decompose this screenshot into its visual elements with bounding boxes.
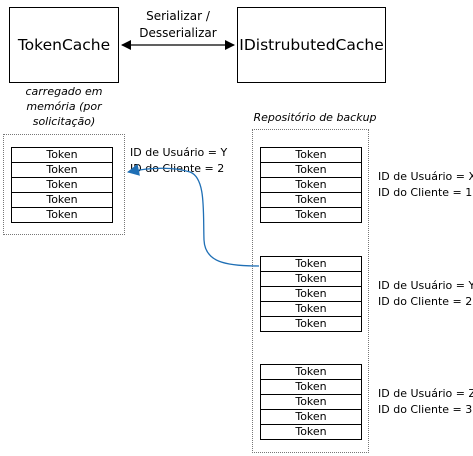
distributed-cache-label: IDistrubutedCache: [239, 36, 384, 54]
token-row: Token: [46, 208, 78, 221]
memory-ids: ID de Usuário = Y ID do Cliente = 2: [130, 145, 227, 177]
token-row: Token: [295, 208, 327, 221]
load-arrow: [127, 163, 260, 267]
token-row: Token: [295, 425, 327, 438]
token-row: Token: [261, 395, 361, 410]
token-row: Token: [12, 148, 112, 163]
token-row: Token: [261, 163, 361, 178]
token-row: Token: [261, 257, 361, 272]
user-id-label: ID de Usuário = X: [378, 170, 473, 183]
memory-token-stack: Token Token Token Token Token: [11, 147, 113, 223]
memory-container: [3, 134, 125, 235]
serialize-label: Serializar / Desserializar: [139, 9, 217, 40]
user-id-label: ID de Usuário = Y: [130, 146, 228, 159]
backup-ids-3: ID de Usuário = Z ID do Cliente = 3: [378, 386, 473, 418]
memory-caption: carregado em memória (por solicitação): [25, 85, 103, 128]
user-id-label: ID de Usuário = Y: [378, 279, 473, 292]
token-row: Token: [295, 317, 327, 330]
token-row: Token: [261, 302, 361, 317]
token-row: Token: [261, 178, 361, 193]
backup-ids-2: ID de Usuário = Y ID do Cliente = 2: [378, 278, 473, 310]
token-row: Token: [12, 178, 112, 193]
client-id-label: ID do Cliente = 1: [378, 186, 473, 199]
token-row: Token: [261, 410, 361, 425]
token-cache-box: TokenCache: [9, 7, 119, 83]
backup-ids-1: ID de Usuário = X ID do Cliente = 1: [378, 169, 473, 201]
token-row: Token: [12, 193, 112, 208]
distributed-cache-box: IDistrubutedCache: [237, 7, 386, 83]
user-id-label: ID de Usuário = Z: [378, 387, 473, 400]
backup-token-stack-2: Token Token Token Token Token: [260, 256, 362, 332]
backup-token-stack-1: Token Token Token Token Token: [260, 147, 362, 223]
token-row: Token: [12, 163, 112, 178]
token-row: Token: [261, 380, 361, 395]
client-id-label: ID do Cliente = 2: [378, 295, 473, 308]
token-row: Token: [261, 287, 361, 302]
token-row: Token: [261, 365, 361, 380]
token-cache-label: TokenCache: [17, 36, 111, 54]
token-row: Token: [261, 193, 361, 208]
backup-caption: Repositório de backup: [253, 111, 377, 124]
client-id-label: ID do Cliente = 3: [378, 403, 473, 416]
backup-container: [252, 129, 369, 453]
token-row: Token: [261, 272, 361, 287]
client-id-label: ID do Cliente = 2: [130, 162, 225, 175]
backup-token-stack-3: Token Token Token Token Token: [260, 364, 362, 440]
token-row: Token: [261, 148, 361, 163]
